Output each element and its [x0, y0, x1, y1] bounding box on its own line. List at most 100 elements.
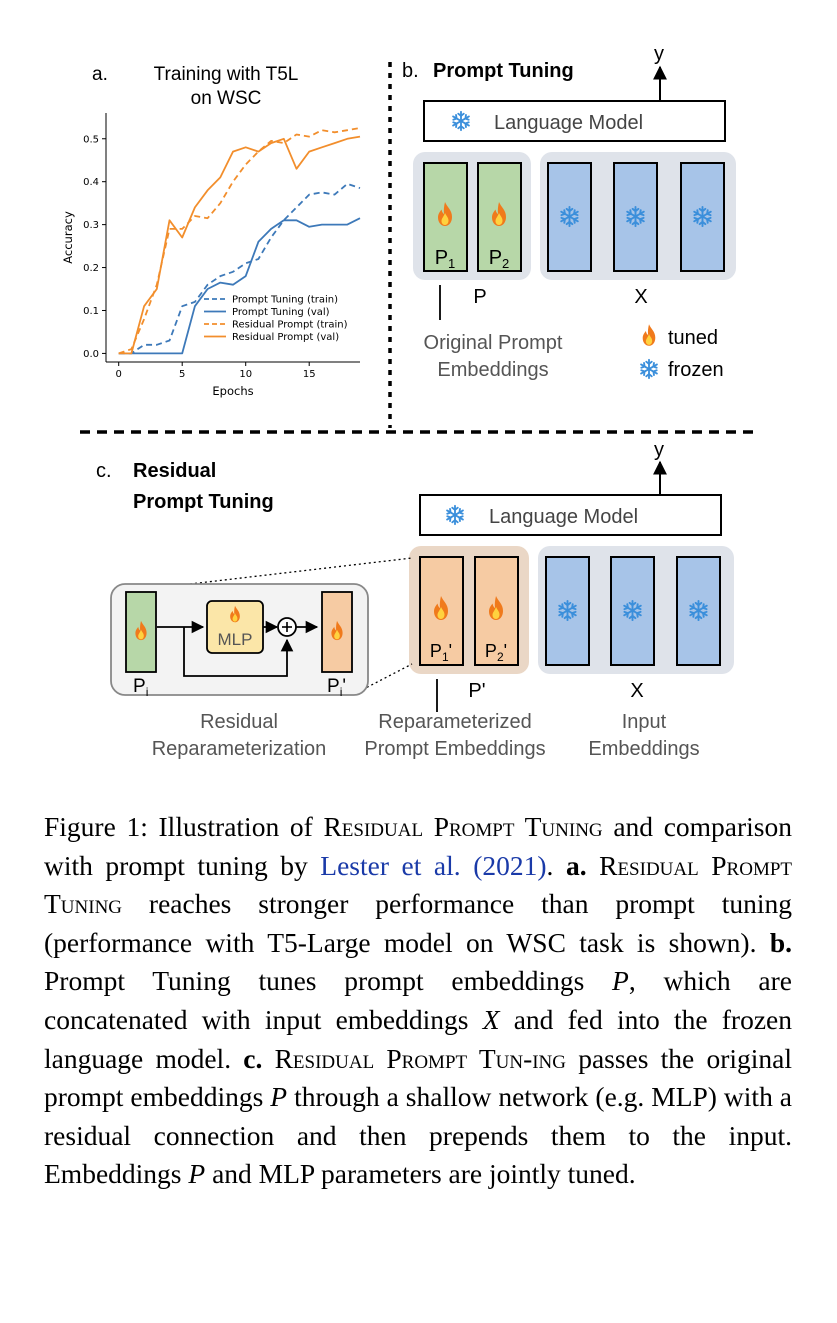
- figure-1: a. Training with T5L on WSC 0.0 0.1 0.2 0.3…: [61, 43, 756, 760]
- figure-caption: Figure 1: Illustration of Residual Promp…: [44, 808, 792, 1194]
- legend-label: Residual Prompt (train): [232, 320, 348, 331]
- token-subscript: 1: [448, 256, 455, 271]
- caption-text: and comparison with prompt tuning by: [44, 811, 792, 881]
- panel-c-title-line2: Prompt Tuning: [133, 491, 274, 513]
- y-tick-label: 0.0: [83, 349, 99, 360]
- x-axis-label: Epochs: [212, 384, 253, 398]
- input-group-label: X: [634, 286, 647, 308]
- prompt-token-p1-prime: P1': [419, 556, 464, 666]
- token-label: P: [489, 247, 502, 269]
- pi-input-sub: i: [146, 685, 149, 699]
- language-model-box: [423, 100, 726, 142]
- token-subscript: 2: [497, 650, 504, 664]
- input-token-3: [676, 556, 721, 666]
- input-token-2: [610, 556, 655, 666]
- panel-b-title: Prompt Tuning: [433, 60, 574, 82]
- caption-text: [587, 850, 600, 881]
- prompt-token-p1: P1: [423, 162, 468, 272]
- skip-connection: [183, 627, 294, 677]
- reparam-caption-line1: Reparameterized: [378, 711, 531, 733]
- caption-text: Figure 1: Illustration of: [44, 811, 324, 842]
- input-token-1: [547, 162, 592, 272]
- caption-label-c: c.: [243, 1042, 263, 1074]
- svg-text:P1': P1': [430, 641, 452, 664]
- output-y-label: y: [654, 43, 664, 65]
- caption-method-name: Residual Prompt Tuning: [323, 811, 603, 842]
- mlp-label: MLP: [218, 630, 253, 649]
- token-subscript: 2: [502, 256, 509, 271]
- token-label: P: [430, 641, 442, 661]
- token-subscript: 1: [442, 650, 449, 664]
- input-group-label: X: [630, 680, 643, 702]
- y-tick-label: 0.1: [83, 306, 99, 317]
- panel-c: c. Residual Prompt Tuning y Language Mod…: [96, 439, 734, 760]
- language-model-label: Language Model: [494, 112, 643, 134]
- pi-input-label: P: [133, 676, 146, 697]
- svg-text:P1: P1: [435, 247, 456, 271]
- token-prime: ': [449, 641, 452, 661]
- citation-link-authors[interactable]: Lester et al.: [320, 849, 461, 881]
- panel-b-letter: b.: [402, 60, 419, 82]
- series-line-0: [118, 182, 361, 355]
- series-line-3: [118, 135, 361, 355]
- chart-title-line2: on WSC: [191, 88, 262, 109]
- x-tick-label: 5: [179, 369, 185, 380]
- caption-label-b: b.: [769, 926, 792, 958]
- caption-math: P: [612, 965, 629, 997]
- y-tick-label: 0.3: [83, 220, 99, 231]
- citation-link-year[interactable]: (2021): [473, 849, 547, 881]
- legend-tuned-label: tuned: [668, 327, 718, 349]
- prompt-group-label: P': [468, 680, 485, 702]
- y-tick-label: 0.2: [83, 263, 99, 274]
- input-caption-line2: Embeddings: [588, 738, 699, 760]
- y-axis-label: Accuracy: [61, 211, 75, 264]
- panel-a-letter: a.: [92, 64, 108, 85]
- panel-c-letter: c.: [96, 460, 112, 482]
- x-tick-label: 15: [303, 369, 316, 380]
- language-model-label: Language Model: [489, 506, 638, 528]
- caption-text: Prompt Tuning tunes prompt embeddings: [44, 965, 613, 997]
- series-line-1: [118, 217, 361, 355]
- chart-title-line1: Training with T5L: [154, 64, 299, 85]
- residual-caption-line2: Reparameterization: [152, 738, 327, 760]
- y-tick-label: 0.5: [83, 134, 99, 145]
- caption-text: [262, 1043, 274, 1074]
- zoom-connector-top: [189, 557, 413, 585]
- caption-text: .: [546, 849, 566, 881]
- reparam-caption-line2: Prompt Embeddings: [364, 738, 545, 760]
- output-y-label: y: [654, 439, 664, 461]
- prompt-caption-line2: Embeddings: [437, 359, 548, 381]
- caption-method-name: Residual Prompt Tuning: [44, 849, 793, 920]
- legend-label: Prompt Tuning (train): [232, 295, 338, 306]
- input-token-1: [545, 556, 590, 666]
- input-token-2: [613, 162, 658, 272]
- caption-text: and fed into the frozen language model.: [44, 1003, 792, 1074]
- legend-frozen-label: frozen: [668, 359, 724, 381]
- caption-text: through a shallow network (e.g. MLP) wit…: [44, 1081, 792, 1190]
- caption-text: reaches stronger performance than prompt…: [44, 888, 792, 958]
- svg-text:Pi: Pi: [133, 676, 148, 699]
- svg-text:Pi': Pi': [327, 676, 346, 699]
- residual-reparam-block: Pi MLP Pi': [110, 583, 369, 699]
- snowflake-icon: [640, 360, 659, 378]
- input-token-3: [680, 162, 725, 272]
- panel-c-title-line1: Residual: [133, 460, 216, 482]
- flame-icon: [642, 324, 656, 346]
- legend-label: Prompt Tuning (val): [232, 307, 330, 318]
- residual-caption-line1: Residual: [200, 711, 278, 733]
- caption-math: P: [188, 1158, 206, 1190]
- caption-text: , which are concatenated with input embe…: [44, 965, 792, 1035]
- caption-text: passes the original prompt embeddings: [44, 1042, 792, 1113]
- caption-label-a: a.: [565, 849, 587, 881]
- caption-math: P: [270, 1081, 288, 1113]
- caption-text: and MLP parameters are jointly tuned.: [205, 1158, 636, 1190]
- panel-b: b. Prompt Tuning y Language Model P1 P2: [402, 43, 736, 381]
- prompt-caption-line1: Original Prompt: [424, 332, 563, 354]
- caption-math: X: [482, 1003, 500, 1035]
- prompt-token-p2-prime: P2': [474, 556, 519, 666]
- svg-text:P2: P2: [489, 247, 510, 271]
- svg-text:P2': P2': [485, 641, 507, 664]
- pi-output-sub: i: [340, 685, 343, 699]
- caption-method-name: Residual Prompt Tun-ing: [274, 1042, 566, 1074]
